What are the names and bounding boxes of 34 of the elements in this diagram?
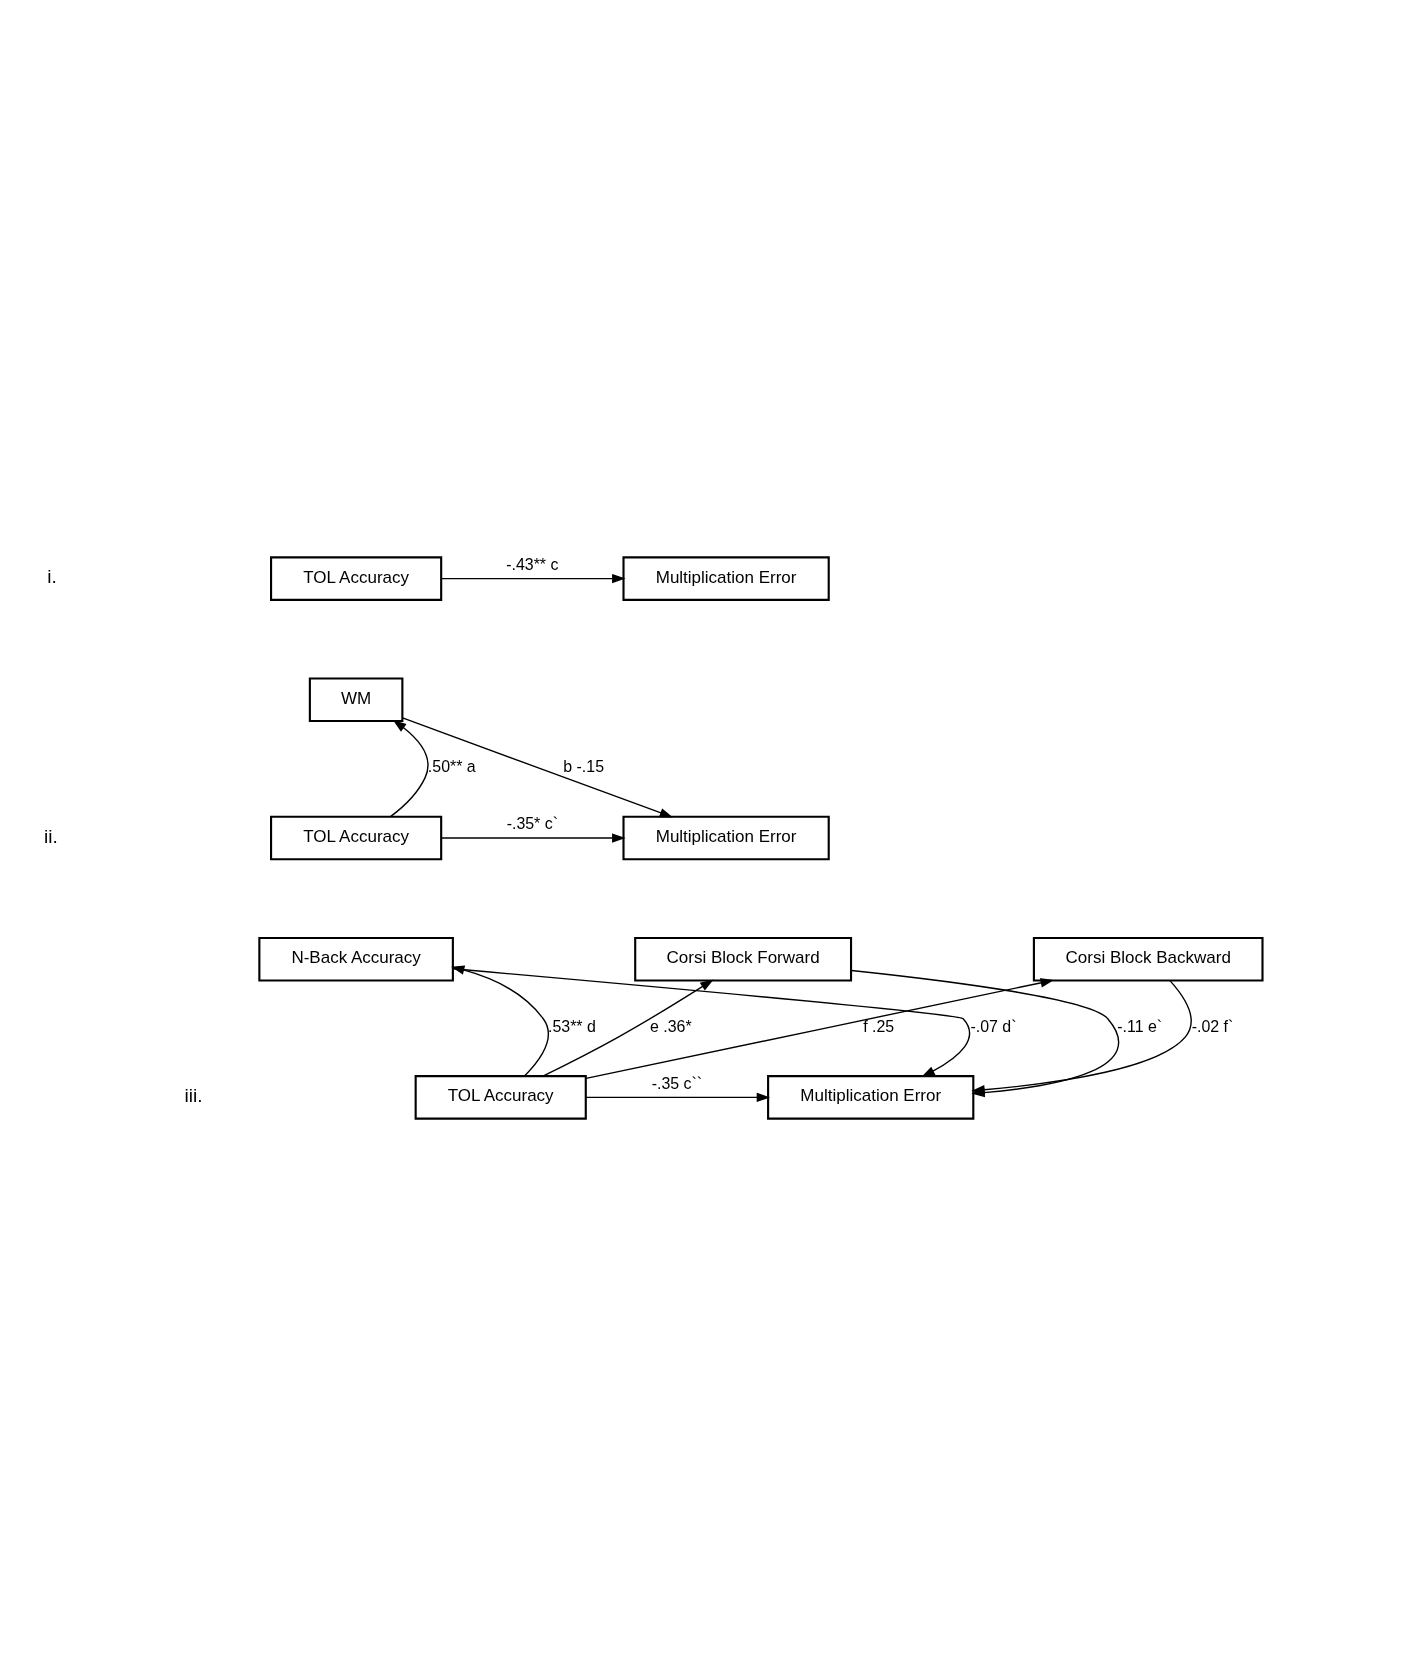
edge-label: .53** d [548,1017,596,1034]
arrow [585,977,1054,1079]
edge-label: -.07 d` [970,1017,1017,1034]
node-box: Corsi Block Backward [1032,936,1264,982]
edge-label: -.43** c [506,555,559,573]
arrow [451,965,549,1077]
node-box: TOL Accuracy [270,815,443,860]
edge-label: .50** a [427,757,476,775]
arrow [542,978,714,1077]
arrow [585,1092,771,1102]
node-box: TOL Accuracy [270,555,443,601]
label: i. [47,565,57,587]
arrow [401,716,674,817]
arrow [389,719,429,817]
node-box: Multiplication Error [767,1074,975,1120]
node-box: N-Back Accuracy [258,936,454,982]
node-box: TOL Accuracy [414,1074,587,1120]
node-box: Multiplication Error [622,555,830,601]
node-box: Corsi Block Forward [634,936,853,982]
arrow [971,979,1192,1094]
label: iii. [184,1084,203,1106]
label: ii. [44,825,58,847]
edge-label: -.02 f` [1191,1017,1234,1034]
edge-label: b -.15 [563,757,605,775]
arrow [452,967,971,1077]
arrow [440,832,626,843]
edge-label: f .25 [863,1017,895,1034]
arrow [440,573,626,583]
edge-label: -.35* c` [506,814,559,832]
edge-label: -.11 e` [1117,1017,1163,1034]
edge-label: e .36* [650,1017,692,1034]
node-box: WM [308,676,404,722]
node-box: Multiplication Error [622,815,830,860]
edge-label: -.35 c`` [651,1074,703,1092]
